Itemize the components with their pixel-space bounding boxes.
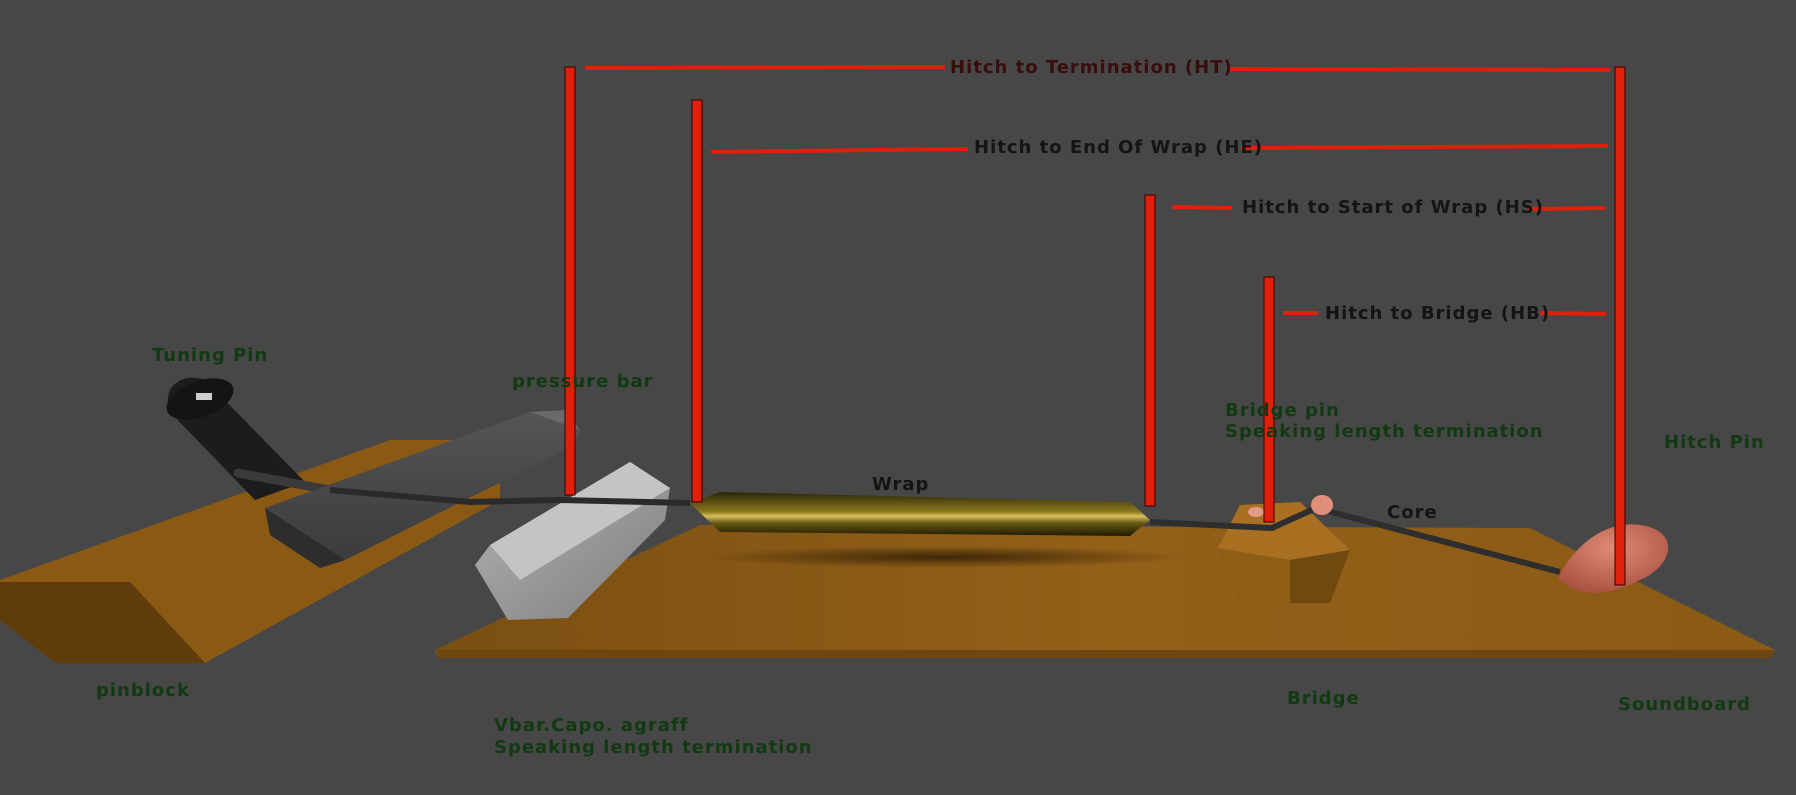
bridge-pin-label-line2: Speaking length termination: [1225, 421, 1544, 442]
pressure-bar-label: pressure bar: [512, 371, 654, 392]
vbar-label-line1: Vbar.Capo. agraff: [494, 715, 689, 736]
bridge-pins: [1248, 495, 1333, 517]
vbar-label-line2: Speaking length termination: [494, 737, 813, 758]
core-label: Core: [1387, 502, 1438, 523]
pinblock-label: pinblock: [96, 680, 190, 701]
ht-line-left: [584, 65, 946, 70]
measurement-markers: [564, 65, 1626, 586]
hitch-pin-label: Hitch Pin: [1664, 432, 1765, 453]
soundboard-label: Soundboard: [1618, 694, 1752, 715]
he-line-left: [710, 147, 969, 154]
hs-line-left: [1171, 205, 1233, 210]
tuning-pin-label: Tuning Pin: [152, 345, 269, 366]
hitch-post: [1614, 66, 1626, 586]
wrap-winding: [690, 492, 1150, 536]
string-core-right: [1149, 504, 1561, 575]
hb-start-post: [1263, 276, 1275, 523]
tuning-pin: [166, 377, 335, 500]
ht-line-right: [1227, 67, 1611, 72]
hs-label: Hitch to Start of Wrap (HS): [1242, 197, 1544, 218]
bridge-block: [1218, 502, 1350, 603]
wrap-shadow: [705, 546, 1185, 568]
hb-line-right: [1539, 311, 1607, 316]
bridge-pin-label-line1: Bridge pin: [1225, 400, 1340, 421]
hitch-pin: [1558, 524, 1669, 593]
he-line-right: [1240, 144, 1609, 150]
hs-line-right: [1527, 206, 1606, 211]
he-start-post: [691, 99, 703, 503]
hb-label: Hitch to Bridge (HB): [1325, 303, 1551, 324]
ht-label: Hitch to Termination (HT): [950, 57, 1233, 78]
wrap-label: Wrap: [872, 474, 930, 495]
bridge-label: Bridge: [1287, 688, 1360, 709]
string-core-left: [329, 487, 691, 506]
he-label: Hitch to End Of Wrap (HE): [974, 137, 1264, 158]
ht-start-post: [564, 66, 576, 496]
hs-start-post: [1144, 194, 1156, 507]
